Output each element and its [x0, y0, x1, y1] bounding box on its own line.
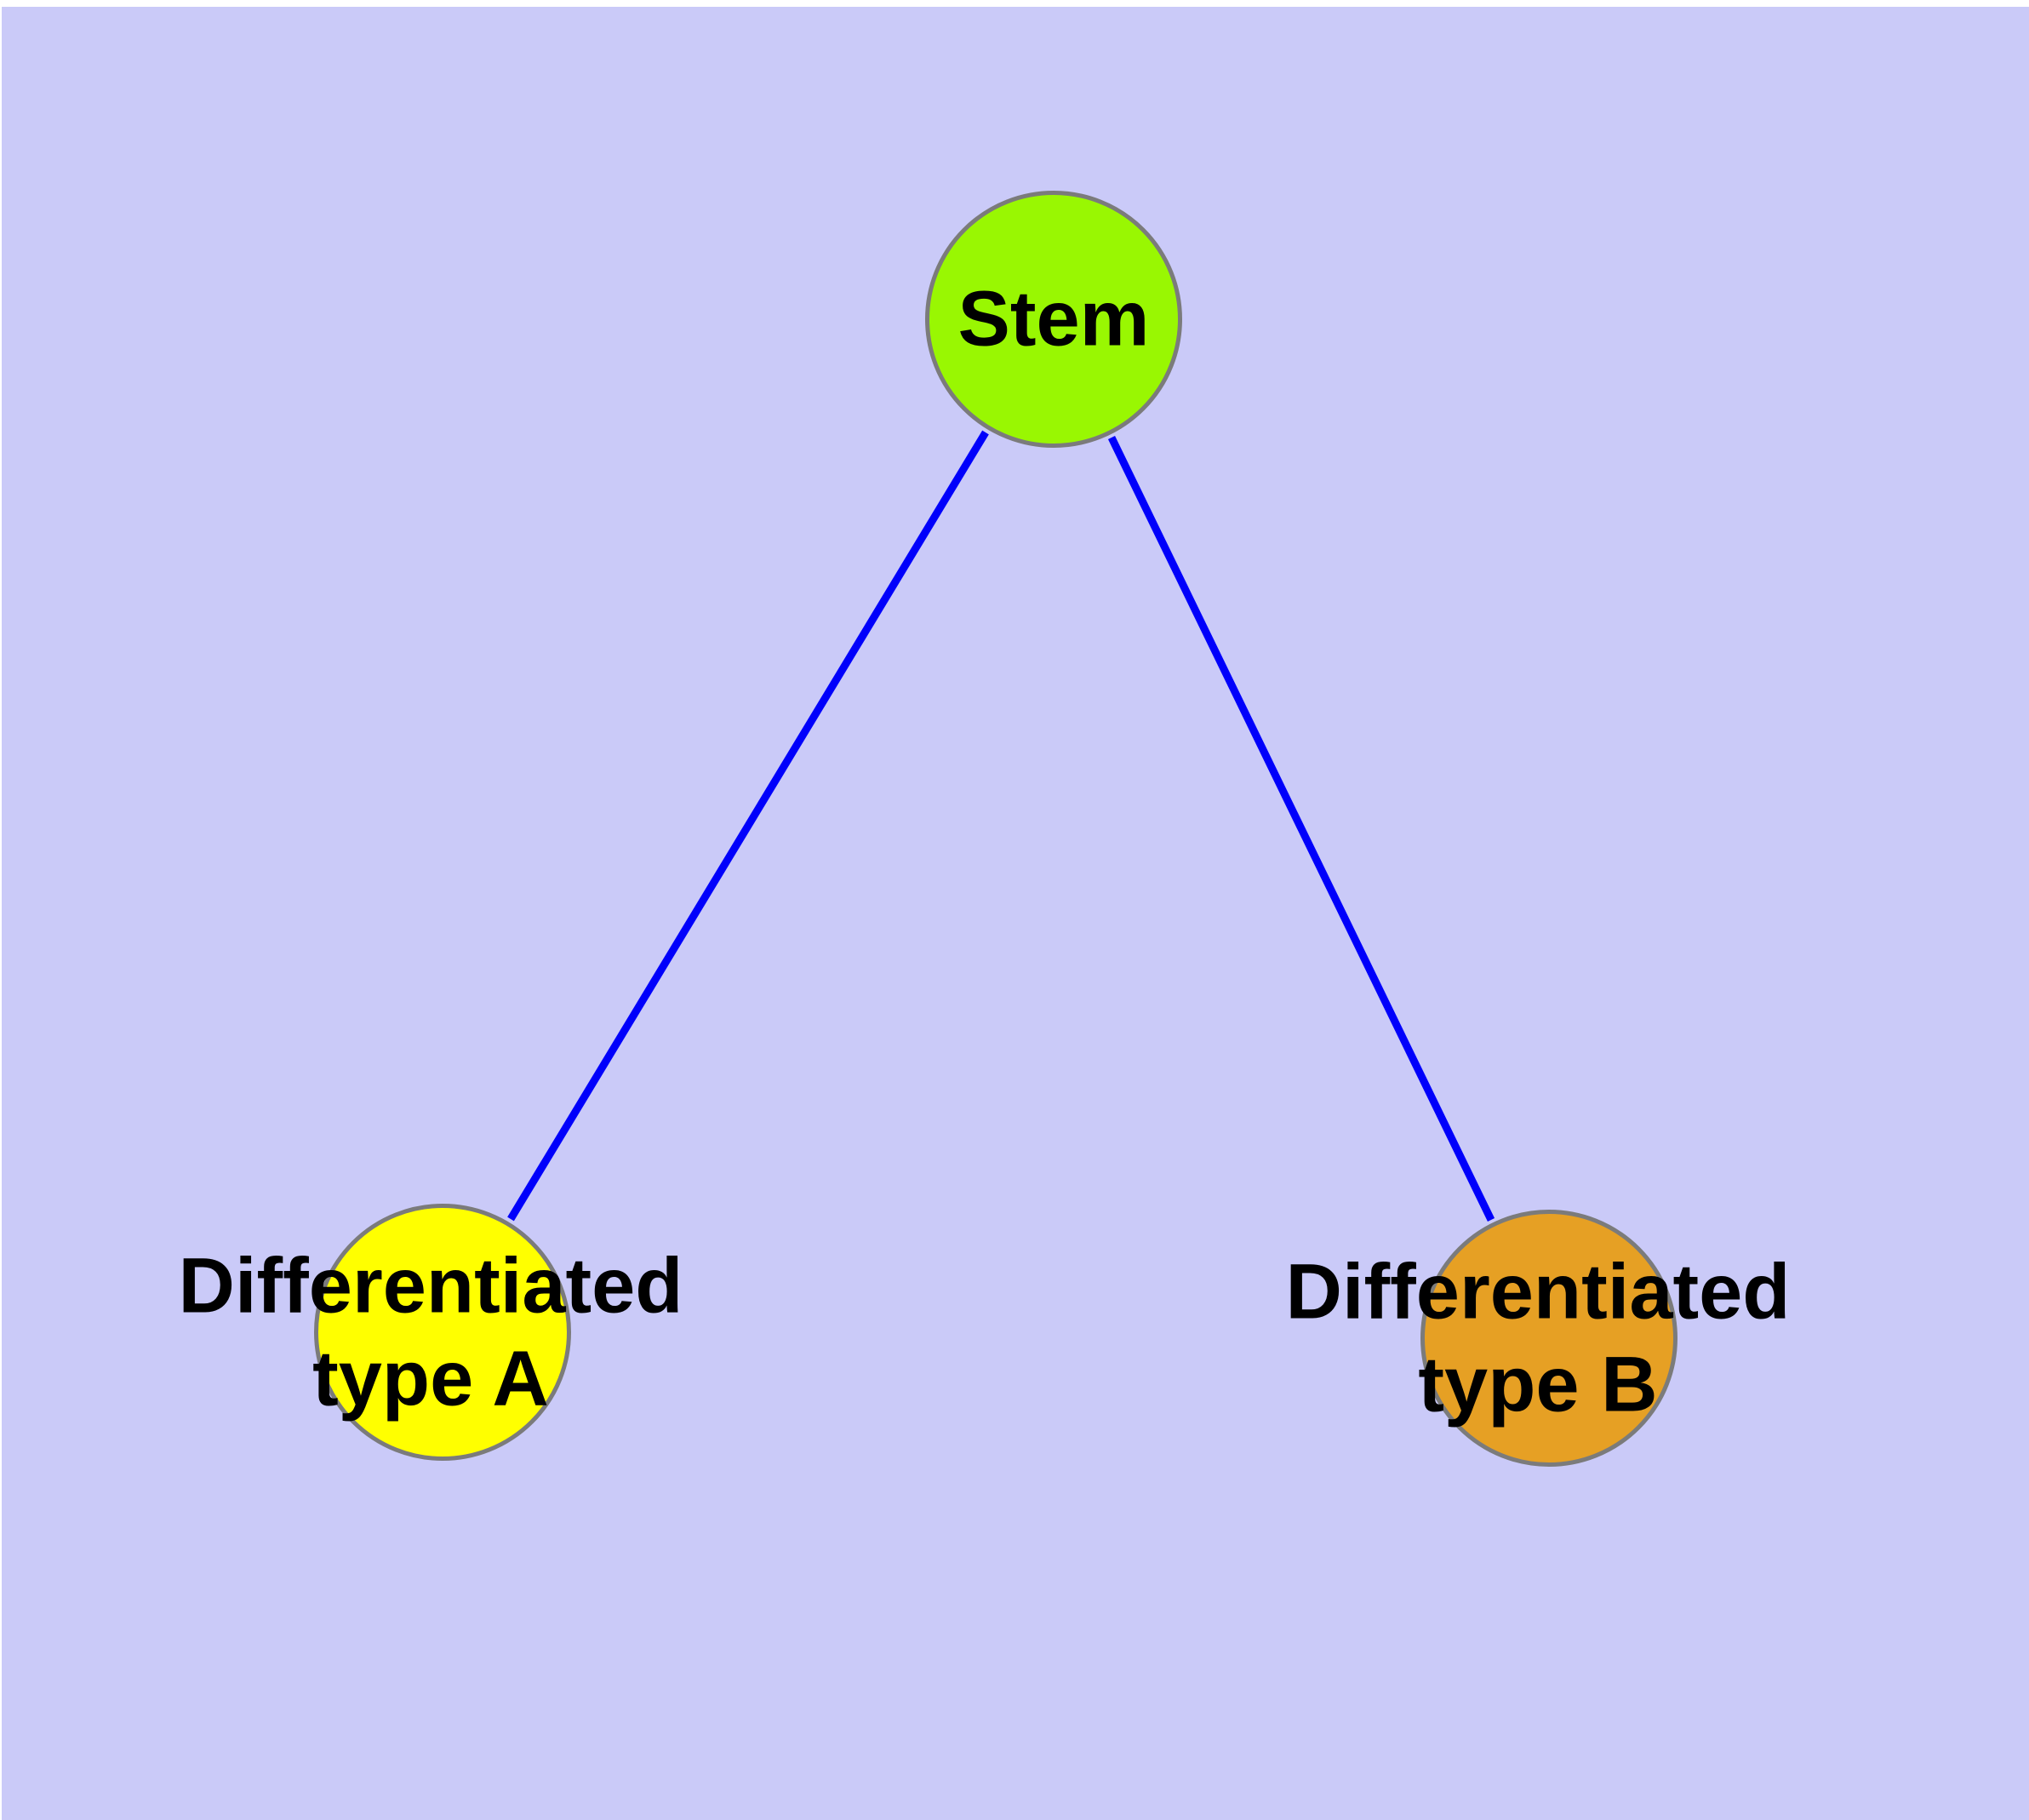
- differentiated-type-b-circle[interactable]: [1420, 1210, 1677, 1467]
- differentiated-type-a-circle[interactable]: [314, 1204, 571, 1461]
- differentiated-type-a-label: Differentiated type A: [178, 1242, 683, 1422]
- stem-cell-circle[interactable]: [925, 191, 1182, 448]
- stem-cell-label: Stem: [957, 275, 1150, 363]
- differentiated-type-b-label: Differentiated type B: [1285, 1248, 1791, 1428]
